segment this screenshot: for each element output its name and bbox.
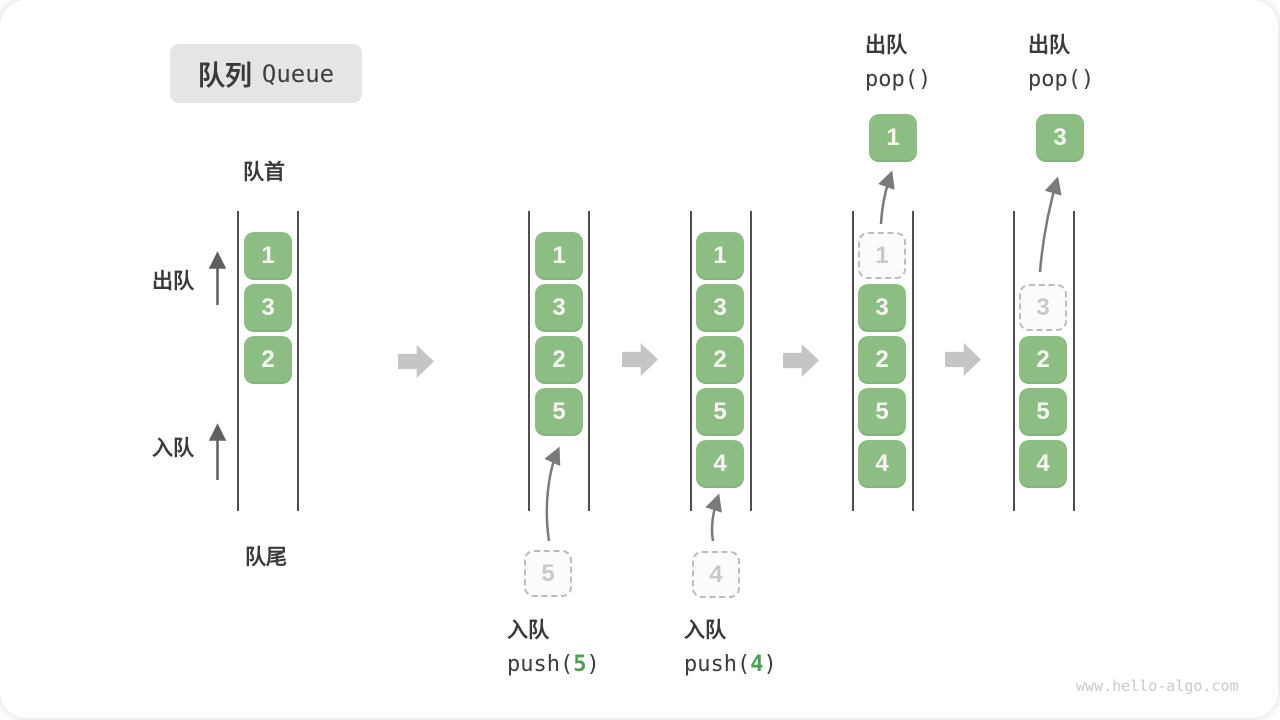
column4-cell-2: 3 (858, 284, 906, 332)
column3-cell-2: 3 (696, 284, 744, 332)
column4-cell-3: 2 (858, 336, 906, 384)
state-arrow-icon-4 (945, 343, 981, 376)
column3-cell-1: 1 (696, 232, 744, 280)
pop1-op-code: pop() (865, 67, 932, 92)
state-arrow-icon-3 (783, 344, 819, 377)
column3-cell-4: 5 (696, 388, 744, 436)
title-zh: 队列 (197, 61, 252, 91)
column5-popped-cell: 3 (1036, 114, 1084, 162)
title-en: Queue (261, 59, 335, 88)
column4-right-wall (912, 211, 914, 511)
push5-op-zh: 入队 (507, 619, 549, 642)
column5-cell-5: 4 (1019, 440, 1067, 488)
pop2-op-code: pop() (1028, 67, 1095, 92)
pop1-op-label: 出队 pop() (865, 29, 931, 97)
column2-cell-3: 2 (535, 336, 583, 384)
push5-curved-arrow-icon (544, 446, 561, 542)
label-queue-front: 队首 (243, 161, 285, 184)
column2-left-wall (528, 211, 530, 511)
column5-left-wall (1013, 211, 1015, 511)
push4-curved-arrow-icon (705, 493, 722, 542)
column4-cell-5: 4 (858, 440, 906, 488)
push4-op-code: push(4) (684, 652, 777, 677)
column2-cell-4: 5 (535, 388, 583, 436)
column4-cell-4: 5 (858, 388, 906, 436)
pop1-op-zh: 出队 (865, 34, 907, 57)
column2-cell-1: 1 (535, 232, 583, 280)
column1-left-wall (237, 211, 239, 511)
column1-cell-1: 1 (244, 232, 292, 280)
column5-cell-4: 5 (1019, 388, 1067, 436)
pop2-op-zh: 出队 (1028, 34, 1070, 57)
label-dequeue-left: 出队 (152, 270, 194, 293)
watermark: www.hello-algo.com (1076, 677, 1239, 695)
column1-cell-2: 3 (244, 284, 292, 332)
column5-removed-ghost: 3 (1019, 284, 1067, 331)
column3-incoming-ghost: 4 (692, 551, 740, 598)
column4-removed-ghost: 1 (858, 232, 906, 279)
column2-right-wall (588, 211, 590, 511)
column4-left-wall (852, 211, 854, 511)
label-enqueue-left: 入队 (152, 437, 194, 460)
column5-cell-3: 2 (1019, 336, 1067, 384)
state-arrow-icon-2 (622, 343, 658, 376)
label-queue-rear: 队尾 (245, 546, 287, 569)
state-arrow-icon-1 (398, 345, 434, 378)
pop3-curved-arrow-icon (1038, 176, 1062, 273)
pop2-op-label: 出队 pop() (1028, 29, 1094, 97)
column2-cell-2: 3 (535, 284, 583, 332)
column1-cell-3: 2 (244, 336, 292, 384)
column5-right-wall (1073, 211, 1075, 511)
push5-op-code: push(5) (507, 652, 600, 677)
column2-incoming-ghost: 5 (524, 550, 572, 597)
push4-op-zh: 入队 (684, 619, 726, 642)
column1-right-wall (297, 211, 299, 511)
column3-left-wall (690, 211, 692, 511)
column3-cell-3: 2 (696, 336, 744, 384)
column3-right-wall (750, 211, 752, 511)
column4-popped-cell: 1 (869, 114, 917, 162)
pop1-curved-arrow-icon (878, 170, 895, 225)
title-badge: 队列 Queue (170, 44, 362, 103)
column3-cell-5: 4 (696, 440, 744, 488)
push5-op-label: 入队 push(5) (507, 614, 600, 682)
push4-op-label: 入队 push(4) (684, 614, 777, 682)
